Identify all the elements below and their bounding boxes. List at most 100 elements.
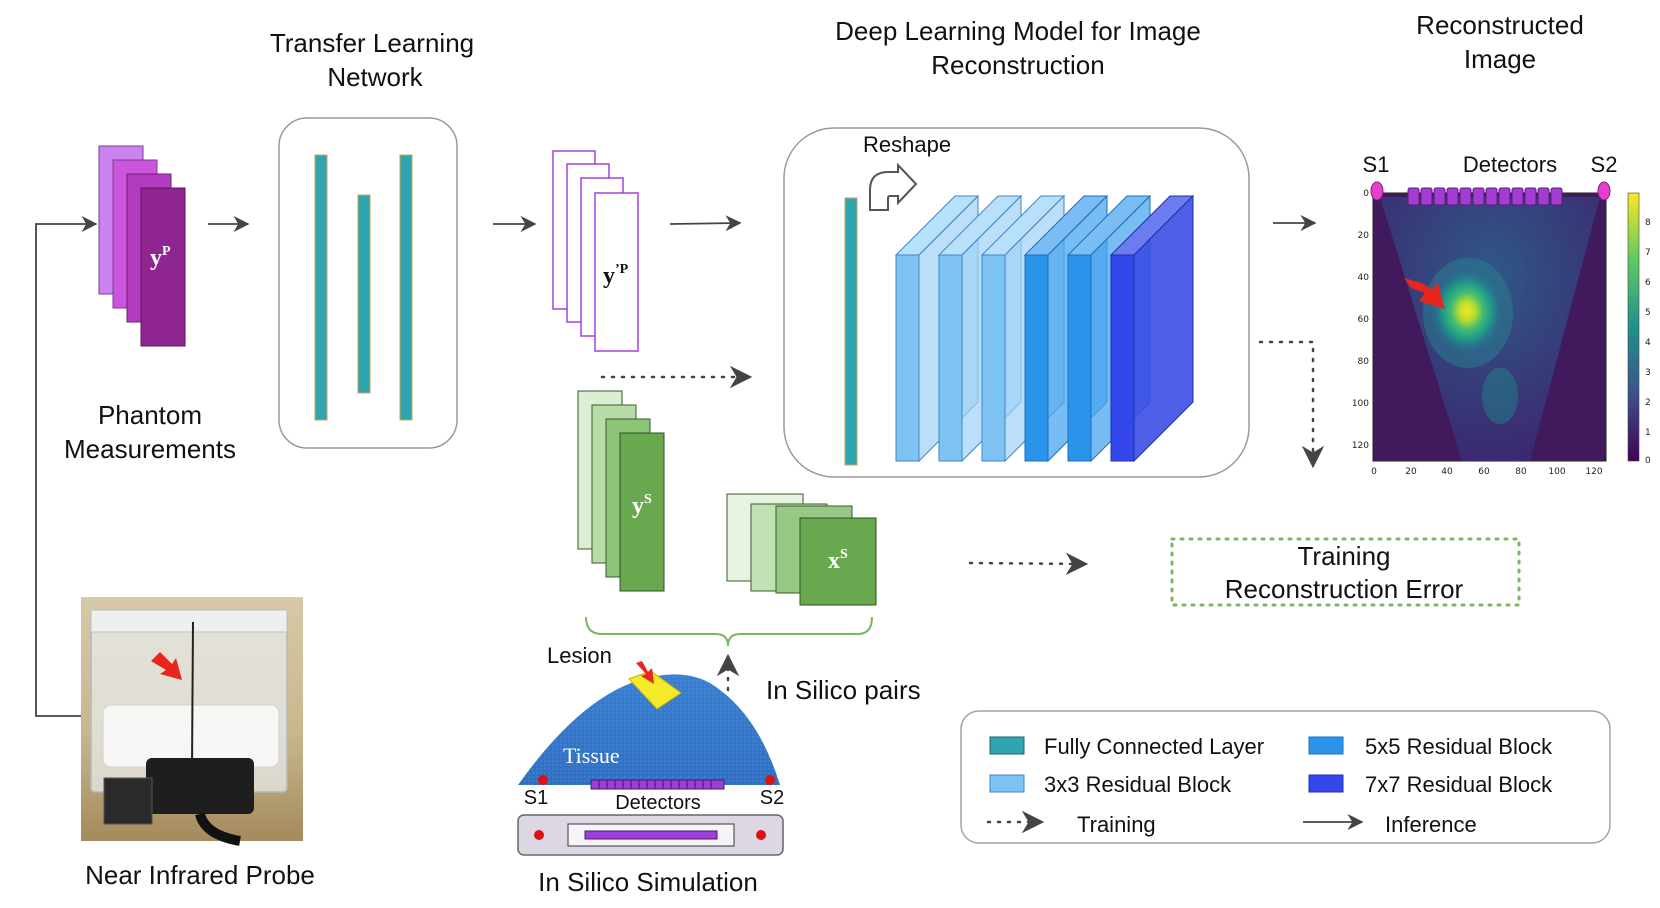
legend-fc-swatch xyxy=(989,736,1025,755)
simulation-label: In Silico Simulation xyxy=(538,867,758,897)
cbar-tick-6: 6 xyxy=(1645,278,1651,288)
x-tick-0: 0 xyxy=(1371,467,1377,477)
x-tick-40: 40 xyxy=(1441,467,1453,477)
y-tick-0: 0 xyxy=(1363,189,1369,199)
legend-res3-label: 3x3 Residual Block xyxy=(1044,772,1232,797)
training-label-line1: Training xyxy=(1298,541,1391,571)
legend-res7-label: 7x7 Residual Block xyxy=(1365,772,1553,797)
ypp-frame-4 xyxy=(594,192,639,352)
legend-res5-label: 5x5 Residual Block xyxy=(1365,734,1553,759)
sim-s2-label: S2 xyxy=(760,787,784,809)
x-tick-120: 120 xyxy=(1585,467,1602,477)
probe-label: Near Infrared Probe xyxy=(85,860,315,890)
phantom-label-line1: Phantom xyxy=(98,400,202,430)
lesion-shape xyxy=(628,670,682,710)
residual-blocks xyxy=(894,194,1195,463)
inclusion-rod xyxy=(191,621,194,769)
svg-text:y’P: y’P xyxy=(603,262,629,289)
xs-frame-4 xyxy=(799,517,877,606)
ys-superscript: S xyxy=(644,492,652,507)
transfer-title-line1: Transfer Learning xyxy=(270,28,474,58)
recon-title-line2: Image xyxy=(1464,44,1536,74)
legend-fc-label: Fully Connected Layer xyxy=(1044,734,1264,759)
legend-res5-swatch xyxy=(1308,736,1344,755)
cbar-tick-8: 8 xyxy=(1645,218,1651,228)
legend-inference-label: Inference xyxy=(1385,812,1477,837)
lesion-red-arrow-icon xyxy=(636,661,654,684)
y-tick-120: 120 xyxy=(1352,441,1369,451)
transfer-title-line2: Network xyxy=(327,62,423,92)
container-rim xyxy=(90,609,288,633)
transfer-fc-layer-2 xyxy=(357,194,371,394)
probe-photo xyxy=(81,597,303,846)
ypp-superscript: ’P xyxy=(615,262,629,277)
svg-text:xS: xS xyxy=(828,547,848,574)
recon-title-line1: Reconstructed xyxy=(1416,10,1584,40)
xs-superscript: S xyxy=(840,547,848,562)
legend: Fully Connected Layer 3x3 Residual Block… xyxy=(960,710,1611,844)
arrow-xs-to-error xyxy=(968,552,1089,576)
transfer-fc-layer-1 xyxy=(314,154,328,421)
svg-text:yP: yP xyxy=(150,244,171,271)
simulated-measurement-stack: yS xyxy=(577,390,665,592)
img-s2-label: S2 xyxy=(1591,152,1618,177)
cbar-tick-1: 1 xyxy=(1645,428,1651,438)
legend-res3-swatch xyxy=(989,774,1025,793)
cbar-tick-0: 0 xyxy=(1645,456,1651,466)
simulated-image-stack: xS xyxy=(726,493,877,606)
arrow-model-to-training xyxy=(1258,340,1325,469)
svg-text:yS: yS xyxy=(632,492,652,519)
heatmap-red-arrow-icon xyxy=(1404,278,1445,309)
deep-fc-layer xyxy=(844,197,858,466)
transfer-fc-layer-3 xyxy=(399,154,413,421)
x-tick-100: 100 xyxy=(1548,467,1565,477)
probe-device-s2 xyxy=(756,830,766,840)
heatmap-detector-array xyxy=(1407,187,1563,206)
sim-detectors-label: Detectors xyxy=(615,792,701,814)
heatmap-source-s2 xyxy=(1597,181,1611,201)
phantom-frame-4 xyxy=(140,187,186,347)
heatmap-tail xyxy=(1482,368,1518,424)
phantom-label-line2: Measurements xyxy=(64,434,236,464)
x-tick-60: 60 xyxy=(1478,467,1490,477)
colorbar-ticks: 8 7 6 5 4 3 2 1 0 xyxy=(1645,218,1651,466)
heatmap-y-ticks: 0 20 40 60 80 100 120 xyxy=(1352,189,1369,451)
training-label-line2: Reconstruction Error xyxy=(1225,574,1464,604)
probe-label-strip xyxy=(103,777,153,825)
img-s1-label: S1 xyxy=(1363,152,1390,177)
deep-title-line1: Deep Learning Model for Image xyxy=(835,16,1201,46)
heatmap-hotspot xyxy=(1431,269,1503,353)
sim-source-s1 xyxy=(538,775,548,785)
pairs-brace xyxy=(585,616,873,647)
xs-label: x xyxy=(828,548,840,574)
probe-cable xyxy=(195,812,241,846)
training-error-box xyxy=(1170,537,1521,607)
cbar-tick-5: 5 xyxy=(1645,308,1651,318)
probe-body xyxy=(146,758,254,814)
silico-simulation-illustration: Lesion Tissue S1 S2 Detectors xyxy=(517,643,784,856)
img-detectors-label: Detectors xyxy=(1463,152,1557,177)
reshape-label: Reshape xyxy=(863,132,951,157)
lesion-label: Lesion xyxy=(547,643,612,668)
heatmap-colorbar xyxy=(1627,192,1640,462)
pairs-label: In Silico pairs xyxy=(766,675,921,705)
legend-training-label: Training xyxy=(1077,812,1156,837)
arrow-probe-to-phantom xyxy=(35,215,98,717)
sim-s1-label: S1 xyxy=(524,787,548,809)
legend-box xyxy=(960,710,1611,844)
probe-device-detectors xyxy=(584,830,718,840)
x-tick-80: 80 xyxy=(1515,467,1527,477)
ypp-label: y xyxy=(603,263,615,289)
arrow-ypp-to-model xyxy=(669,215,742,232)
ys-label: y xyxy=(632,493,644,519)
yp-label: y xyxy=(150,245,162,271)
cbar-tick-2: 2 xyxy=(1645,398,1651,408)
curved-arrow-icon xyxy=(869,162,918,211)
yp-superscript: P xyxy=(162,244,171,259)
y-tick-60: 60 xyxy=(1358,315,1370,325)
cbar-tick-3: 3 xyxy=(1645,368,1651,378)
probe-device-s1 xyxy=(534,830,544,840)
heatmap-source-s1 xyxy=(1370,181,1384,201)
heatmap-x-ticks: 0 20 40 60 80 100 120 xyxy=(1371,467,1603,477)
